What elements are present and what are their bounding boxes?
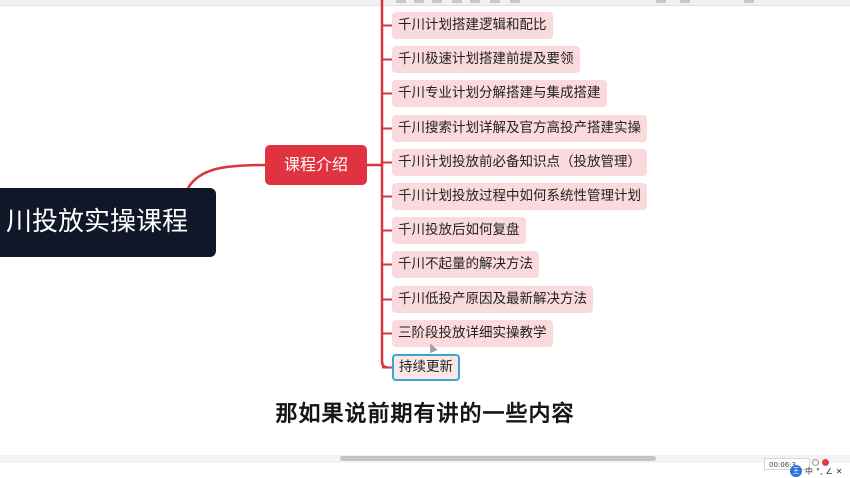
recorder-controls xyxy=(812,459,829,466)
toolbar-mark xyxy=(656,0,666,3)
toolbar-mark xyxy=(490,0,500,3)
toolbar-mark xyxy=(744,0,754,3)
toolbar-mark xyxy=(414,0,424,3)
video-subtitle: 那如果说前期有讲的一些内容 xyxy=(275,402,575,427)
ime-badge-icon[interactable]: 王 xyxy=(790,465,802,477)
leaf-topic[interactable]: 千川搜索计划详解及官方高投产搭建实操 xyxy=(392,115,647,142)
leaf-topic[interactable]: 千川极速计划搭建前提及要领 xyxy=(392,46,580,73)
toolbar-mark xyxy=(510,0,520,3)
leaf-topic[interactable]: 千川专业计划分解搭建与集成搭建 xyxy=(392,80,607,107)
ime-mode-label[interactable]: 中 xyxy=(805,466,813,476)
leaf-topic[interactable]: 千川不起量的解决方法 xyxy=(392,251,539,278)
horizontal-scrollbar-thumb[interactable] xyxy=(340,456,656,461)
toolbar-mark xyxy=(432,0,442,3)
record-dot-icon[interactable] xyxy=(822,459,829,466)
leaf-topic[interactable]: 千川计划投放过程中如何系统性管理计划 xyxy=(392,183,647,210)
branch-topic-course-intro[interactable]: 课程介绍 xyxy=(265,145,367,185)
system-tray: 王 中 °, ∠ ✕ xyxy=(790,464,842,478)
root-topic-label: 川投放实操课程 xyxy=(5,207,188,237)
leaf-topic[interactable]: 千川低投产原因及最新解决方法 xyxy=(392,286,593,313)
leaf-topic[interactable]: 千川计划搭建逻辑和配比 xyxy=(392,12,553,39)
ime-close-icon[interactable]: ✕ xyxy=(835,466,843,476)
toolbar-mark xyxy=(396,0,406,3)
ime-punct-label[interactable]: °, xyxy=(816,466,823,476)
leaf-spine-connector xyxy=(380,0,389,369)
toolbar-mark xyxy=(470,0,480,3)
leaf-topic[interactable]: 千川计划投放前必备知识点（投放管理） xyxy=(392,149,647,176)
root-to-branch-connector xyxy=(186,163,266,189)
leaf-topic[interactable]: 持续更新 xyxy=(392,354,460,381)
root-topic[interactable]: 川投放实操课程 xyxy=(0,188,216,257)
ime-pen-icon[interactable]: ∠ xyxy=(825,466,833,476)
record-ring-icon[interactable] xyxy=(812,459,819,466)
leaf-topic[interactable]: 千川投放后如何复盘 xyxy=(392,217,526,244)
leaf-topic[interactable]: 三阶段投放详细实操教学 xyxy=(392,320,553,347)
toolbar-mark xyxy=(452,0,462,3)
branch-topic-label: 课程介绍 xyxy=(283,155,348,174)
top-toolbar-strip xyxy=(0,0,850,6)
toolbar-mark xyxy=(680,0,690,3)
